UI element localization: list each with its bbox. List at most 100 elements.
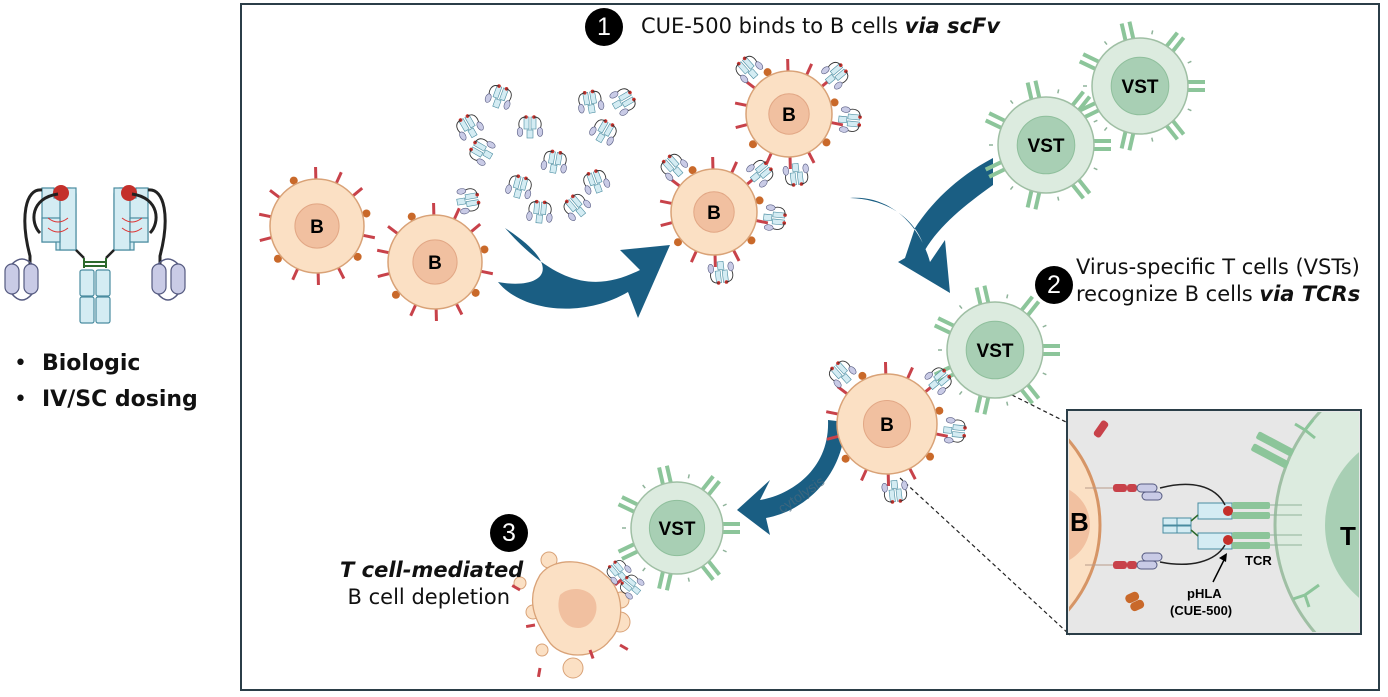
cd19-antigen <box>826 434 839 441</box>
cd19-antigen <box>470 222 482 233</box>
coreceptor <box>1187 60 1192 64</box>
cue500-molecule <box>924 367 952 395</box>
vst-cell-label: VST <box>1028 136 1065 157</box>
tcr-receptor <box>1164 31 1186 53</box>
tcr-receptor <box>1093 139 1111 151</box>
b-cell-receptor <box>353 252 362 261</box>
cue500-molecule <box>881 479 908 504</box>
b-cell-receptor <box>688 166 697 175</box>
b-cell-receptor <box>755 196 764 205</box>
b-cell: B <box>376 202 494 322</box>
arrow-binding <box>498 228 670 318</box>
b-cell-nucleus <box>693 191 735 233</box>
step-2-text: Virus-specific T cells (VSTs) recognize … <box>1076 255 1361 306</box>
synapse-inset: B T TCR pHLA (CUE-500) <box>1066 409 1362 635</box>
step-1-text: CUE-500 binds to B cells via scFv <box>641 14 1001 38</box>
tcr-receptor <box>1025 189 1042 210</box>
cd19-antigen <box>409 304 418 317</box>
tcr-receptor <box>984 159 1007 179</box>
tcr-receptor <box>933 316 956 336</box>
coreceptor <box>722 549 727 553</box>
cd19-antigen <box>755 219 769 225</box>
cue500-molecule <box>707 260 734 285</box>
coreceptor <box>1151 137 1154 142</box>
cd19-antigen <box>376 248 390 255</box>
b-cell-nucleus <box>412 239 458 285</box>
coreceptor <box>1009 185 1014 191</box>
step-3-badge: 3 <box>490 514 528 552</box>
vst-cell-nucleus <box>965 320 1025 380</box>
cd19-antigen <box>659 199 673 205</box>
coreceptor <box>1009 99 1014 105</box>
tcr-receptor <box>1078 100 1101 120</box>
tcr-receptor <box>617 495 640 514</box>
coreceptor <box>1042 324 1047 328</box>
properties-list: •Biologic •IV/SC dosing <box>14 346 198 418</box>
molecule-right-arm <box>113 185 186 301</box>
b-cell: B <box>734 55 862 187</box>
b-cell: B <box>659 153 787 285</box>
vst-cell-nucleus <box>1110 56 1170 116</box>
cd19-antigen <box>334 171 343 184</box>
coreceptor <box>1006 401 1009 406</box>
cd19-antigen <box>455 303 464 316</box>
arrow-cytolysis <box>737 420 845 535</box>
cue500-molecule <box>526 199 553 224</box>
cue500-molecule <box>838 106 862 133</box>
vst-cell: VST <box>617 465 740 591</box>
tcr-receptor <box>700 475 721 497</box>
b-cell-label: B <box>428 253 442 274</box>
cue500-molecule <box>763 204 787 231</box>
cue500-molecule-icon <box>4 185 186 324</box>
coreceptor <box>687 577 690 582</box>
cd19-antigen <box>730 161 739 174</box>
cd19-antigen <box>805 63 814 76</box>
cue500-molecule <box>782 162 809 187</box>
cue500-molecule <box>540 149 567 174</box>
b-cell-receptor <box>830 98 839 107</box>
coreceptor <box>1057 196 1060 201</box>
cd19-antigen <box>734 101 748 107</box>
cd19-antigen <box>807 151 816 164</box>
tcr-receptor <box>1164 119 1186 141</box>
tcr-receptor <box>657 465 673 486</box>
cue500-molecule <box>583 169 611 195</box>
coreceptor <box>1187 108 1192 112</box>
molecule-left-arm <box>4 185 77 301</box>
tcr-receptor <box>617 542 640 561</box>
vst-cell: VST <box>1078 21 1205 151</box>
coreceptor <box>1093 119 1098 123</box>
cd19-antigen <box>258 212 272 219</box>
vst-cell-nucleus <box>648 499 706 557</box>
cd19-antigen <box>352 186 364 197</box>
b-cell-receptor <box>362 209 371 218</box>
b-cell-receptor <box>391 290 400 299</box>
cue500-molecule <box>735 55 764 84</box>
zoom-line <box>1011 394 1073 426</box>
coreceptor <box>958 304 963 310</box>
b-cell-receptor <box>407 212 416 221</box>
cd19-antigen <box>860 468 868 482</box>
cue500-molecule <box>516 115 544 139</box>
tcr-receptor <box>1119 130 1136 151</box>
cue500-molecule <box>589 119 617 146</box>
tcr-receptor <box>1019 383 1041 405</box>
vst-cell-label: VST <box>977 341 1014 362</box>
coreceptor <box>1151 30 1154 35</box>
cue500-molecule <box>746 159 774 188</box>
zoom-line <box>899 477 1071 636</box>
tcr-receptor <box>1019 295 1041 317</box>
b-cell-label: B <box>310 217 324 238</box>
cue500-molecule <box>456 114 484 141</box>
vst-cell-label: VST <box>659 519 696 540</box>
b-cell-label: B <box>707 203 721 224</box>
coreceptor <box>958 390 963 396</box>
cd19-antigen <box>689 250 698 263</box>
b-cell-receptor <box>935 406 944 415</box>
molecule-fc-region <box>75 249 115 324</box>
cd19-antigen <box>660 221 673 227</box>
coreceptor <box>722 503 727 507</box>
cd19-antigen <box>935 432 949 438</box>
cd19-antigen <box>906 366 914 380</box>
